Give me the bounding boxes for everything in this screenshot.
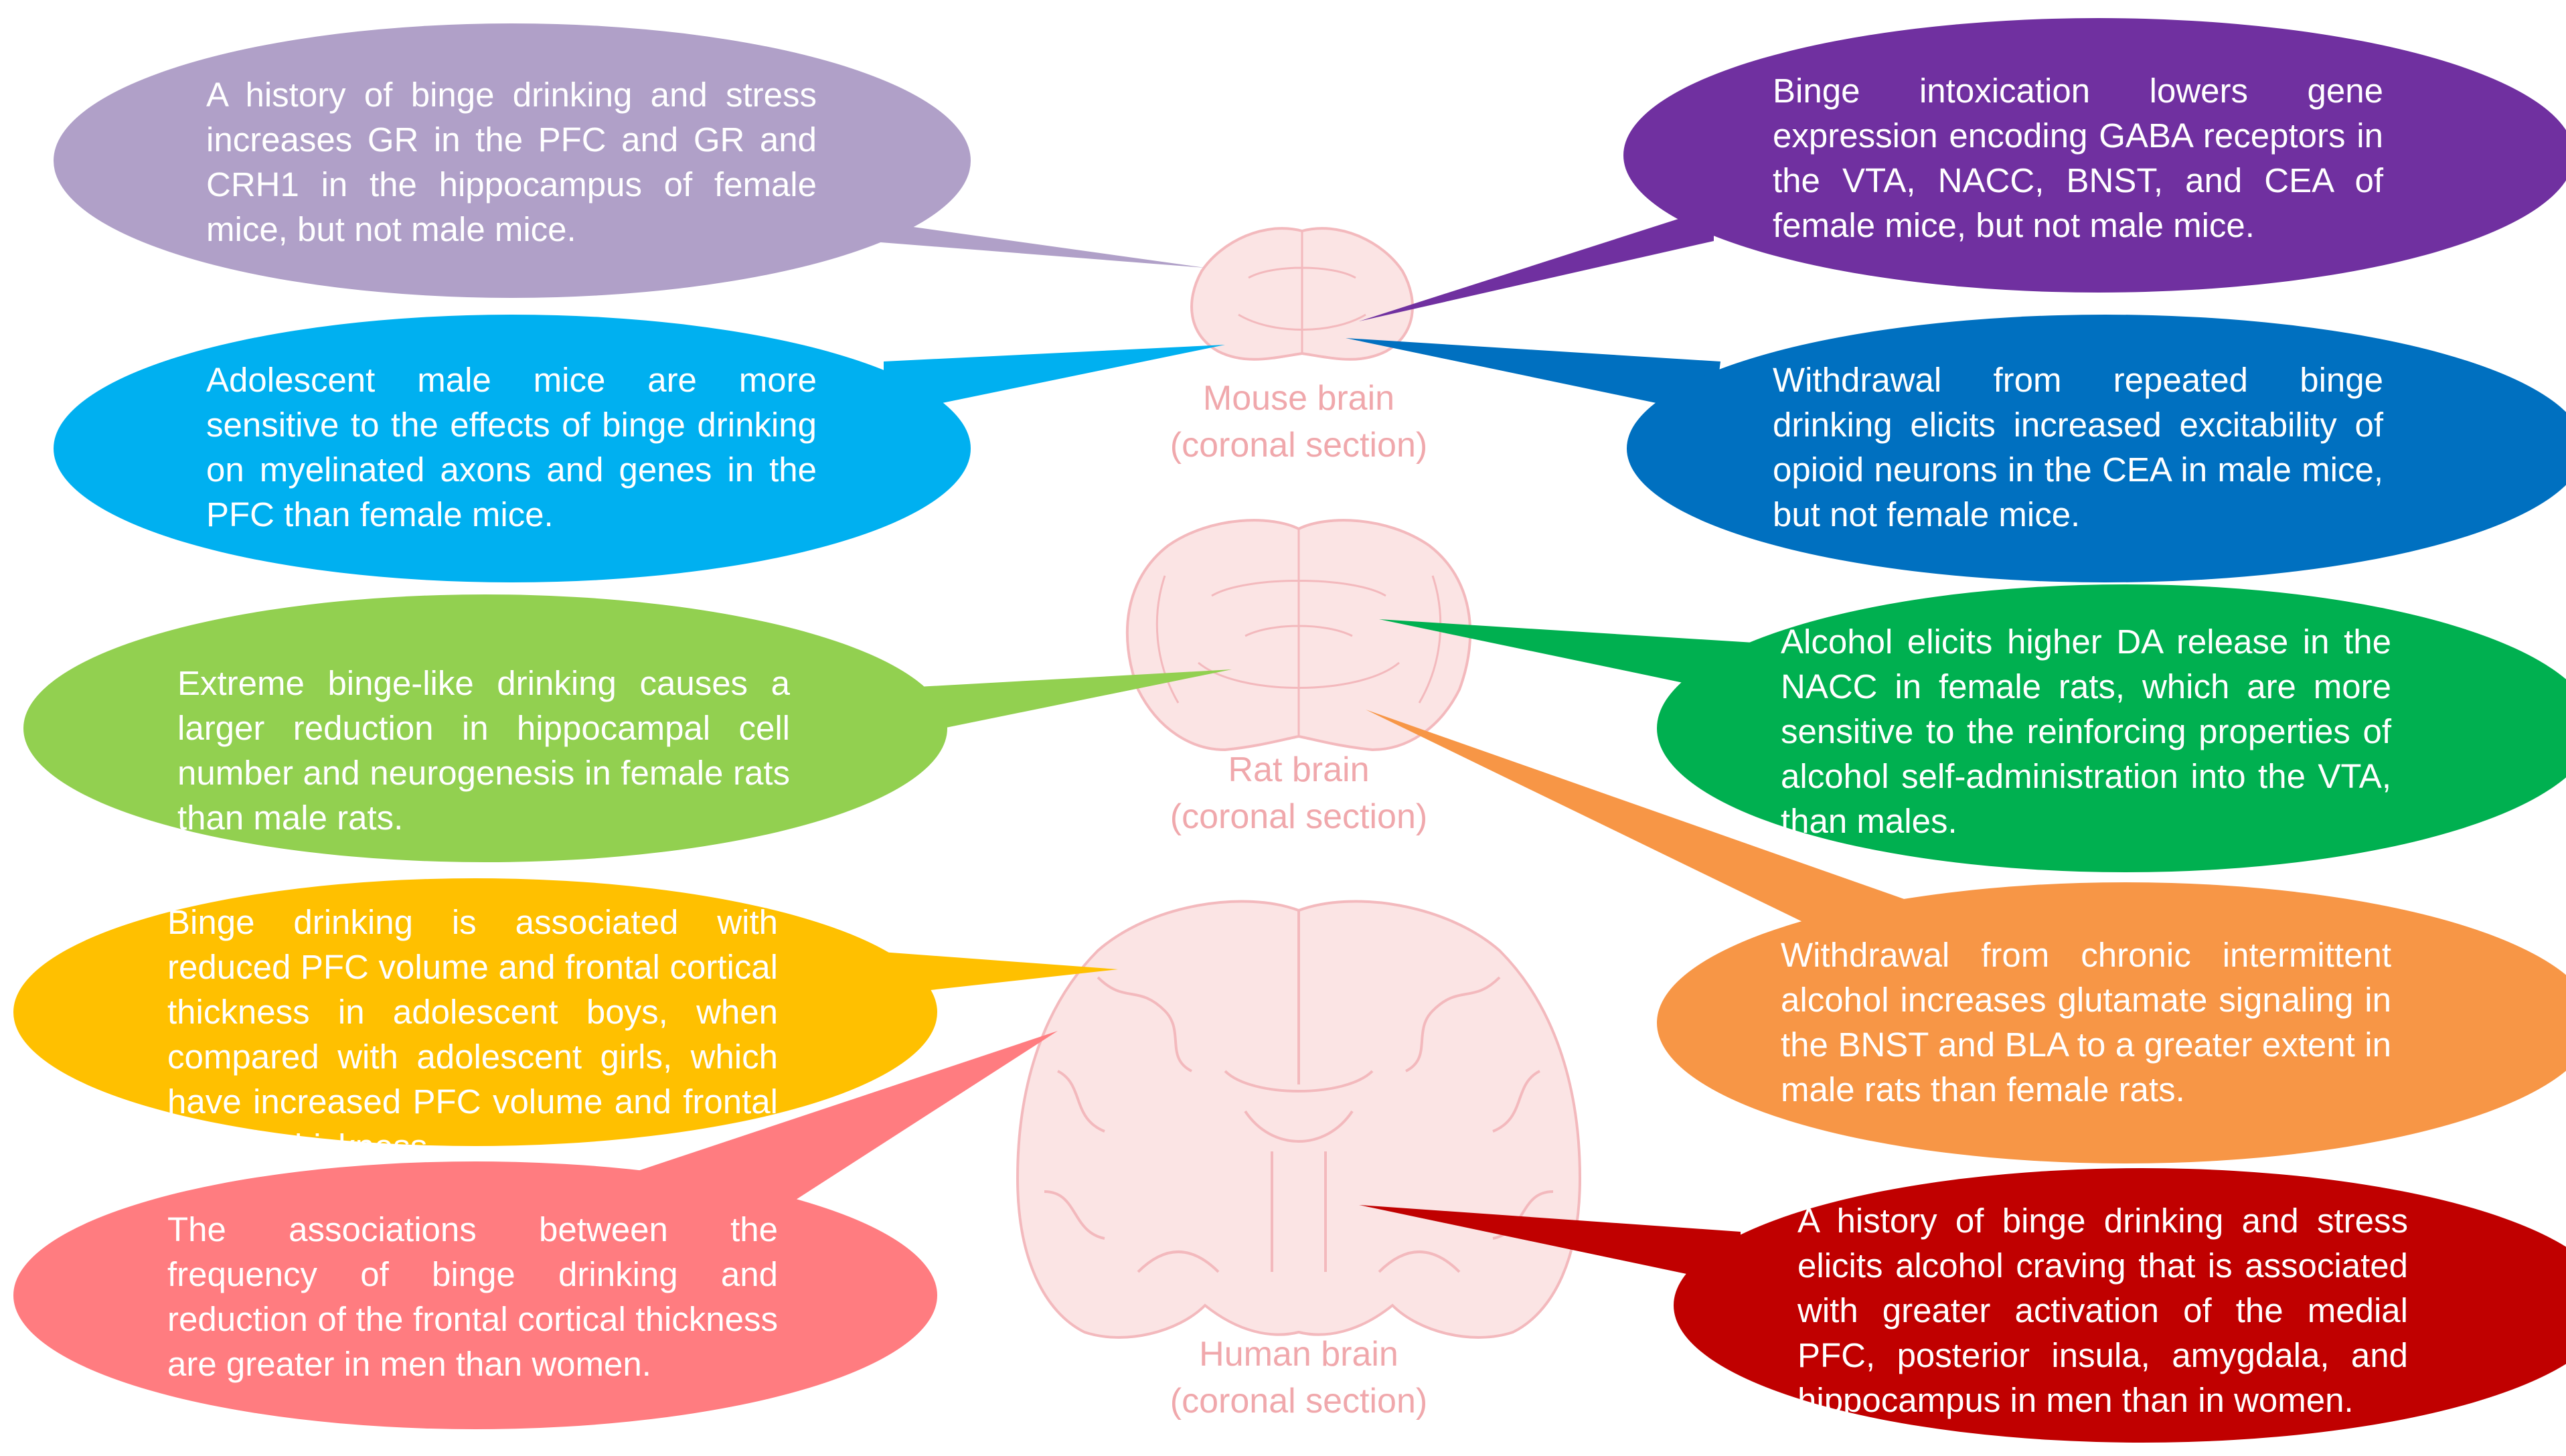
callout-human-left-1-shape [13,878,1118,1146]
rat-brain-inner-structures [1155,529,1442,736]
callout-mouse-right-1-text: Binge intoxication lowers gene expressio… [1773,72,2383,244]
mouse-brain-illustration [1190,227,1414,361]
rat-brain-illustration [1125,519,1472,752]
callout-human-left-1-text: Binge drinking is associated with reduce… [167,903,778,1165]
human-brain-illustration [1016,900,1582,1339]
callout-mouse-left-1-text: A history of binge drinking and stress i… [206,76,817,248]
rat-brain-section: (coronal section) [1170,797,1428,836]
mouse-brain-midline [1238,231,1366,353]
callout-rat-right-2-shape [1366,710,2566,1163]
callout-human-left-2-text: The associations between the frequency o… [167,1210,778,1383]
rat-brain-label: Rat brain (coronal section) [1131,746,1466,840]
callout-mouse-right-2-text: Withdrawal from repeated binge drinking … [1773,361,2383,534]
human-brain-section: (coronal section) [1170,1382,1428,1421]
callout-mouse-left-1-shape [54,23,1205,298]
callout-mouse-left-2-shape [54,315,1225,582]
human-brain-gyri [1044,910,1554,1273]
mouse-brain-name: Mouse brain [1202,379,1395,418]
callout-mouse-right-1-shape [1359,18,2566,321]
human-brain-label: Human brain (coronal section) [1131,1331,1466,1425]
callout-human-right-text: A history of binge drinking and stress e… [1797,1202,2408,1419]
human-brain-name: Human brain [1199,1335,1398,1374]
mouse-brain-label: Mouse brain (coronal section) [1131,375,1466,469]
callout-mouse-left-2-text: Adolescent male mice are more sensitive … [206,361,817,534]
rat-brain-name: Rat brain [1228,750,1370,789]
callout-human-left-2-shape [13,1031,1058,1429]
callout-rat-left-text: Extreme binge-like drinking causes a lar… [177,664,790,837]
mouse-brain-section: (coronal section) [1170,426,1428,465]
callout-rat-right-1-text: Alcohol elicits higher DA release in the… [1781,623,2391,840]
callout-rat-right-1-shape [1379,584,2566,872]
callout-mouse-right-2-shape [1346,315,2566,582]
callout-human-right-shape [1359,1168,2566,1443]
callout-rat-right-2-text: Withdrawal from chronic intermittent alc… [1781,936,2391,1109]
callout-rat-left-shape [23,594,1232,862]
